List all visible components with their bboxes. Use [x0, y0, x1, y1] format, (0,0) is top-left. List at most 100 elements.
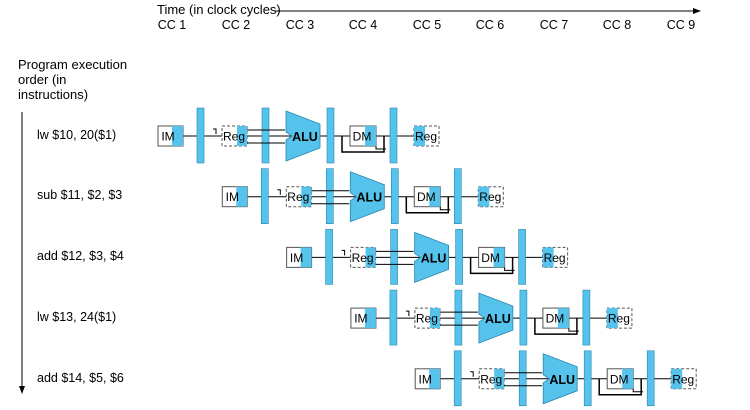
register-read-fill — [494, 368, 505, 389]
register-read-fill — [365, 247, 376, 268]
alu-shape — [349, 171, 385, 223]
alu-shape — [542, 353, 578, 405]
register-write-label: Reg — [608, 312, 630, 326]
memory-bypass-line — [632, 388, 644, 393]
instruction-row-4: IM Reg ALU DM Reg — [350, 289, 633, 346]
instruction-row-5: IM Reg ALU DM Reg — [414, 350, 697, 407]
cc-label: CC 2 — [221, 18, 251, 32]
register-write-label: Reg — [544, 251, 566, 265]
cc-label: CC 1 — [157, 18, 187, 32]
pipeline-register — [326, 107, 335, 164]
alu-shape — [414, 231, 450, 283]
alu-shape — [285, 110, 321, 162]
pipeline-register — [389, 107, 398, 164]
memory-bypass-line — [439, 206, 451, 211]
pipeline-register — [325, 229, 333, 285]
register-read-fill — [237, 126, 247, 146]
cc-label: CC 9 — [666, 18, 696, 32]
pipeline-register — [453, 350, 462, 407]
instruction-memory-label: IM — [419, 372, 432, 386]
pipeline-register — [454, 289, 463, 346]
pipeline-register — [583, 350, 592, 407]
register-write-label: Reg — [672, 372, 694, 386]
register-write-fill — [606, 308, 618, 329]
pipeline-register — [453, 168, 462, 224]
data-memory-label: DM — [481, 251, 500, 265]
register-bracket — [405, 310, 410, 317]
data-memory-fill — [557, 308, 569, 329]
pipeline-register — [455, 229, 463, 285]
register-read-label: Reg — [416, 312, 438, 326]
pipeline-register — [582, 289, 591, 346]
time-axis-label: Time (in clock cycles) — [157, 2, 281, 17]
pipeline-register — [389, 289, 398, 346]
alu-label: ALU — [485, 312, 511, 326]
memory-bypass-line — [504, 267, 515, 271]
pipeline-register — [196, 107, 205, 164]
memory-bypass-line — [598, 378, 642, 396]
instruction-label: lw $10, 20($1) — [37, 128, 117, 142]
cc-label: CC 4 — [348, 18, 378, 32]
register-read-label: Reg — [352, 251, 374, 265]
data-memory-label: DM — [417, 190, 436, 204]
cc-label: CC 5 — [412, 18, 442, 32]
register-write-fill — [671, 368, 683, 389]
data-memory-fill — [429, 186, 441, 207]
register-write-label: Reg — [479, 190, 501, 204]
register-read-label: Reg — [480, 372, 502, 386]
instruction-row-1: IM Reg ALU DM Reg — [157, 107, 440, 164]
data-memory-fill — [493, 247, 505, 268]
pipeline-register — [518, 350, 527, 407]
pipeline-register — [519, 289, 528, 346]
instruction-label: add $12, $3, $4 — [37, 249, 124, 263]
alu-label: ALU — [292, 130, 318, 144]
pipeline-register — [518, 229, 526, 285]
data-memory-label: DM — [610, 372, 629, 386]
data-memory-label: DM — [546, 312, 565, 326]
register-read-fill — [301, 186, 312, 207]
memory-bypass-line — [375, 146, 386, 150]
memory-bypass-line — [469, 257, 514, 275]
register-bracket — [341, 249, 346, 256]
pipeline-register — [390, 168, 399, 224]
pipeline-register — [260, 168, 269, 224]
register-bracket — [470, 371, 474, 377]
instruction-memory-fill — [364, 308, 376, 329]
instruction-memory-fill — [172, 126, 183, 146]
alu-label: ALU — [421, 251, 447, 265]
instruction-memory-label: IM — [354, 312, 367, 326]
program-order-label: Program execution order (in instructions… — [18, 57, 128, 102]
register-read-fill — [429, 308, 440, 329]
alu-shape — [478, 292, 514, 344]
memory-bypass-line — [405, 196, 450, 214]
instruction-memory-fill — [300, 247, 312, 268]
instruction-label: sub $11, $2, $3 — [37, 188, 123, 202]
cc-label: CC 6 — [475, 18, 505, 32]
data-memory-fill — [622, 368, 634, 389]
register-write-fill — [542, 247, 554, 268]
data-memory-fill — [365, 126, 376, 146]
register-read-label: Reg — [287, 190, 309, 204]
memory-bypass-line — [341, 136, 385, 153]
cc-label: CC 8 — [602, 18, 632, 32]
pipeline-register — [646, 350, 655, 407]
instruction-memory-fill — [236, 186, 248, 207]
cc-label: CC 7 — [539, 18, 569, 32]
instruction-memory-label: IM — [290, 251, 303, 265]
instruction-row-3: IM Reg ALU DM Reg — [286, 229, 569, 285]
alu-label: ALU — [549, 373, 575, 387]
cc-label: CC 3 — [285, 18, 315, 32]
data-memory-label: DM — [353, 130, 372, 144]
register-read-label: Reg — [223, 130, 245, 144]
memory-bypass-line — [534, 318, 578, 335]
register-bracket — [277, 189, 281, 195]
alu-label: ALU — [356, 191, 382, 205]
instruction-label: add $14, $5, $6 — [37, 371, 124, 385]
instruction-label: lw $13, 24($1) — [37, 310, 117, 324]
register-write-label: Reg — [415, 130, 437, 144]
register-write-fill — [414, 126, 425, 146]
instruction-memory-label: IM — [161, 130, 174, 144]
